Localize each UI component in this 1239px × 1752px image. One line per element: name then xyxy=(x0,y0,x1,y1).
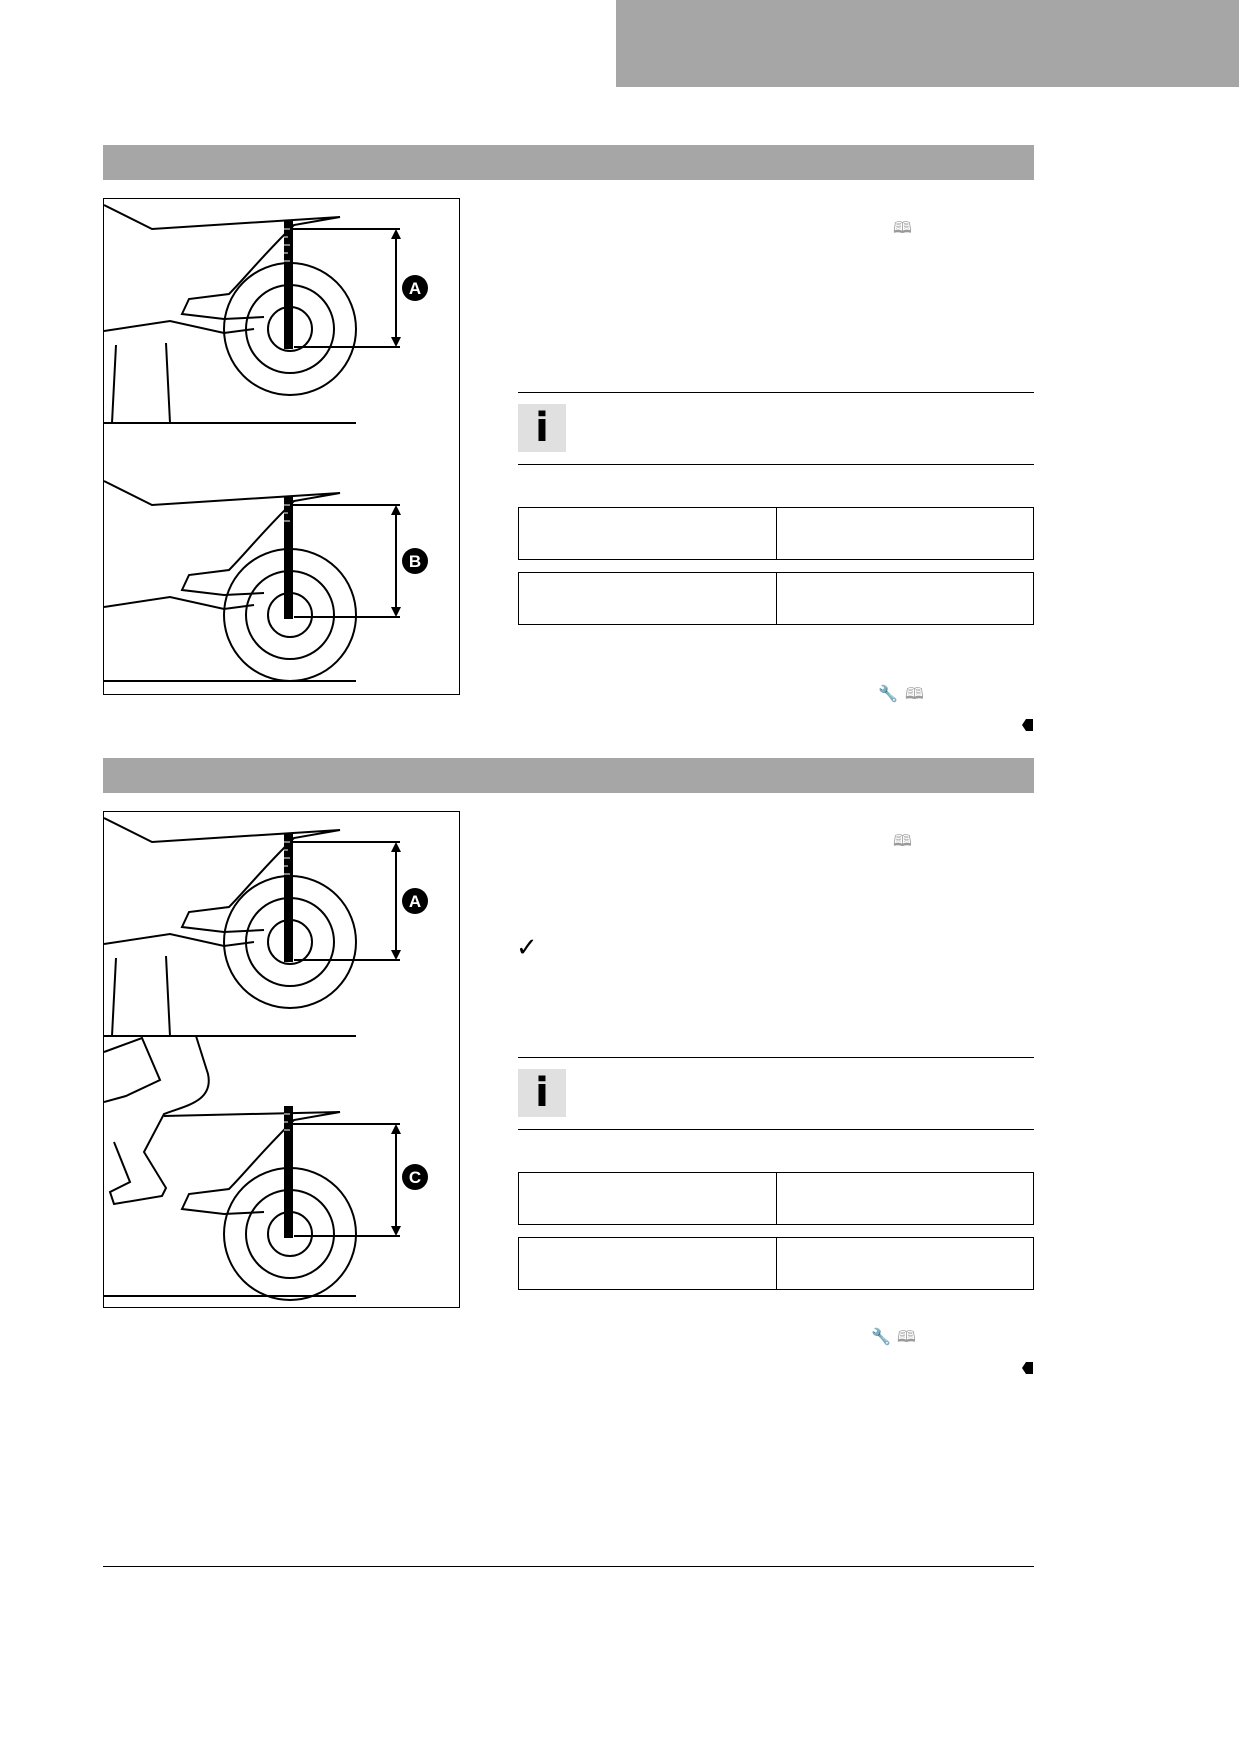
section-heading-bar xyxy=(103,758,1034,793)
manual-reference-icon[interactable]: 🕮 xyxy=(905,684,924,703)
info-rule-bottom xyxy=(518,1129,1034,1130)
spec-value-cell xyxy=(775,573,1034,624)
wrench-icon: 🔧 xyxy=(878,684,898,703)
manual-reference-icon[interactable]: 🕮 xyxy=(893,218,912,237)
spec-value-cell xyxy=(775,1173,1034,1224)
spec-table-row xyxy=(518,572,1034,625)
section-heading-bar xyxy=(103,145,1034,180)
footer-rule xyxy=(103,1566,1034,1567)
svg-text:C: C xyxy=(409,1168,421,1187)
spec-label-cell xyxy=(519,1173,776,1224)
manual-reference-icon[interactable]: 🕮 xyxy=(897,1327,916,1346)
info-rule-bottom xyxy=(518,464,1034,465)
check-icon: ✓ xyxy=(516,933,538,963)
spec-label-cell xyxy=(519,508,776,559)
info-icon: i xyxy=(518,1069,566,1117)
spec-table-row xyxy=(518,1237,1034,1290)
end-of-procedure-icon xyxy=(1022,719,1033,731)
spec-table-row xyxy=(518,507,1034,560)
info-icon: i xyxy=(518,404,566,452)
spec-label-cell xyxy=(519,1238,776,1289)
callout-a: A xyxy=(402,888,428,914)
svg-text:A: A xyxy=(409,279,421,298)
rear-sag-figure: A B xyxy=(103,198,460,695)
end-of-procedure-icon xyxy=(1022,1362,1033,1374)
wrench-icon: 🔧 xyxy=(871,1327,891,1346)
manual-reference-icon[interactable]: 🕮 xyxy=(893,831,912,850)
callout-c: C xyxy=(402,1164,428,1190)
callout-a: A xyxy=(402,275,428,301)
chapter-header-tab xyxy=(616,0,1239,87)
info-rule-top xyxy=(518,1057,1034,1058)
spec-value-cell xyxy=(775,508,1034,559)
spec-value-cell xyxy=(775,1238,1034,1289)
info-rule-top xyxy=(518,392,1034,393)
svg-text:A: A xyxy=(409,892,421,911)
rear-sag-rider-illustration: A C xyxy=(104,817,428,1301)
spec-label-cell xyxy=(519,573,776,624)
callout-b: B xyxy=(402,548,428,574)
spec-table-row xyxy=(518,1172,1034,1225)
rear-sag-illustration: A B xyxy=(104,204,428,682)
svg-text:B: B xyxy=(409,552,421,571)
rear-sag-rider-figure: A C xyxy=(103,811,460,1308)
